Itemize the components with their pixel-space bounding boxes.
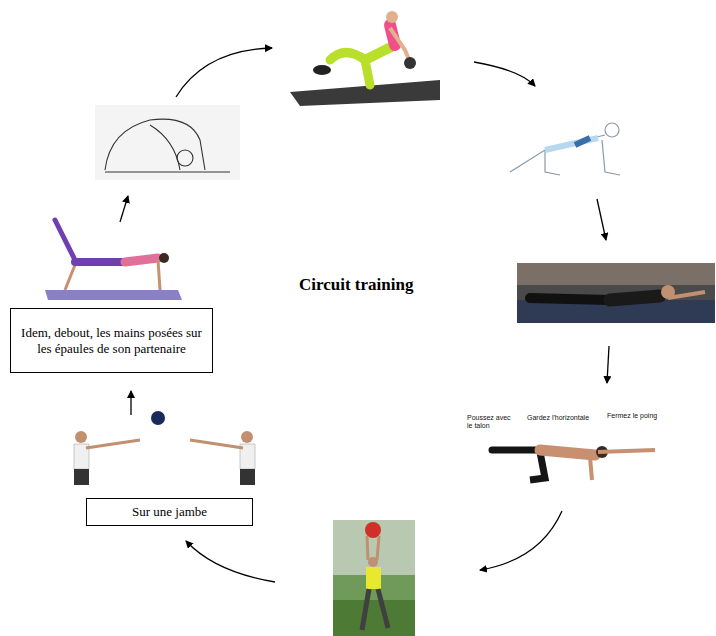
- caption-box: Sur une jambe: [86, 498, 253, 526]
- diagram-title: Circuit training: [299, 275, 413, 295]
- caption-text: Idem, debout, les mains posées sur les é…: [17, 325, 206, 356]
- caption-text: Sur une jambe: [132, 504, 207, 520]
- plank-leg-raise-photo: [45, 220, 182, 300]
- stretch-sketch: [95, 105, 240, 180]
- caption-box: Idem, debout, les mains posées sur les é…: [10, 308, 213, 373]
- seated-twist-photo: [288, 5, 440, 106]
- photo-annotation: Poussez avec le talon: [466, 414, 512, 430]
- ball-pass-photo: [74, 411, 255, 485]
- prone-extension-photo: [517, 263, 715, 323]
- overhead-ball-photo: [333, 520, 415, 636]
- caption-box-content: Idem, debout, les mains posées sur les é…: [17, 325, 206, 356]
- caption-box-content: Sur une jambe: [132, 504, 207, 520]
- knee-plank-sketch: [510, 123, 620, 175]
- bird-dog-photo: [462, 412, 665, 487]
- photo-annotation: Fermez le poing: [606, 412, 658, 420]
- photo-annotation: Gardez l'horizontale: [526, 414, 590, 422]
